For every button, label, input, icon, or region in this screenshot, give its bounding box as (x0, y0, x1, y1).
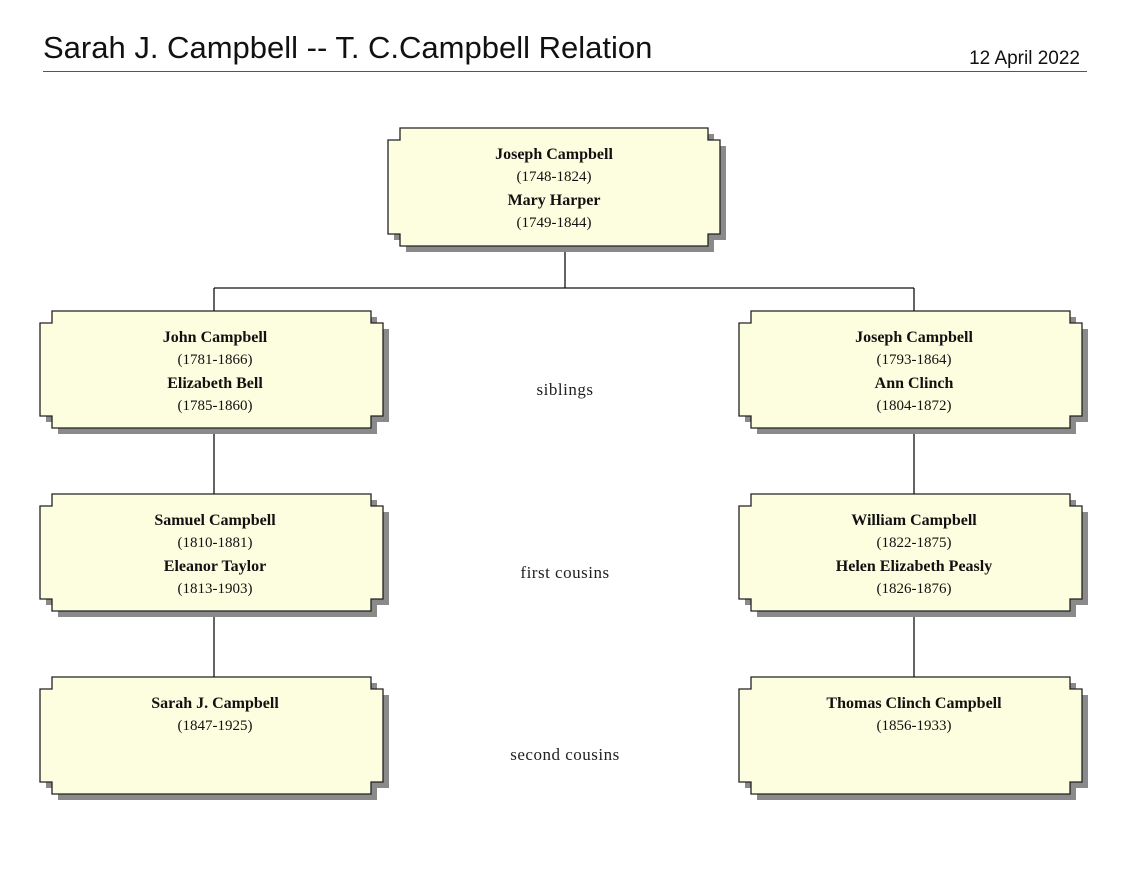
person-name: William Campbell (851, 512, 977, 529)
title-underline (43, 71, 1087, 72)
card-body (738, 310, 1083, 429)
person-card-right-gen2 (738, 493, 1088, 617)
chart-date: 12 April 2022 (969, 48, 1080, 69)
card-body (738, 493, 1083, 612)
person-years: (1793-1864) (876, 352, 952, 368)
card-body (387, 127, 721, 247)
card-left-gen2-text: Samuel Campbell (1810-1881) Eleanor Tayl… (40, 509, 390, 601)
spouse-name: Eleanor Taylor (163, 558, 267, 575)
person-card-left-gen2 (39, 493, 389, 617)
spouse-years: (1785-1860) (177, 398, 253, 414)
person-years: (1856-1933) (876, 718, 952, 734)
person-card-right-gen3 (738, 676, 1088, 800)
card-body (39, 310, 384, 429)
person-name: Joseph Campbell (495, 146, 613, 163)
person-years: (1822-1875) (876, 535, 952, 551)
person-name: Sarah J. Campbell (151, 695, 279, 712)
card-right-gen2-text: William Campbell (1822-1875) Helen Eliza… (739, 509, 1089, 601)
person-years: (1810-1881) (177, 535, 253, 551)
person-name: John Campbell (162, 329, 268, 346)
card-left-gen3-text: Sarah J. Campbell (1847-1925) (40, 692, 390, 738)
person-years: (1748-1824) (516, 169, 592, 185)
spouse-name: Helen Elizabeth Peasly (835, 558, 993, 575)
card-left-gen1-text: John Campbell (1781-1866) Elizabeth Bell… (40, 326, 390, 418)
relation-label-first-cousins: first cousins (520, 563, 610, 582)
person-name: Joseph Campbell (855, 329, 973, 346)
card-root-text: Joseph Campbell (1748-1824) Mary Harper … (388, 143, 720, 235)
card-body (39, 676, 384, 795)
relation-label-siblings: siblings (536, 380, 594, 399)
spouse-years: (1813-1903) (177, 581, 253, 597)
spouse-name: Elizabeth Bell (167, 375, 263, 392)
person-cards (39, 127, 1088, 800)
person-card-left-gen1 (39, 310, 389, 434)
spouse-years: (1826-1876) (876, 581, 952, 597)
spouse-name: Ann Clinch (874, 375, 954, 392)
person-name: Samuel Campbell (154, 512, 276, 529)
person-card-root (387, 127, 726, 252)
card-right-gen3-text: Thomas Clinch Campbell (1856-1933) (739, 692, 1089, 738)
card-right-gen1-text: Joseph Campbell (1793-1864) Ann Clinch (… (739, 326, 1089, 418)
connector-lines (213, 252, 915, 677)
spouse-years: (1749-1844) (516, 215, 592, 231)
person-years: (1781-1866) (177, 352, 253, 368)
card-body (738, 676, 1083, 795)
person-card-left-gen3 (39, 676, 389, 800)
spouse-years: (1804-1872) (876, 398, 952, 414)
spouse-name: Mary Harper (507, 192, 601, 209)
person-name: Thomas Clinch Campbell (826, 695, 1002, 712)
person-years: (1847-1925) (177, 718, 253, 734)
card-body (39, 493, 384, 612)
page-title: Sarah J. Campbell -- T. C.Campbell Relat… (43, 30, 653, 65)
person-card-right-gen1 (738, 310, 1088, 434)
relation-label-second-cousins: second cousins (510, 745, 620, 764)
